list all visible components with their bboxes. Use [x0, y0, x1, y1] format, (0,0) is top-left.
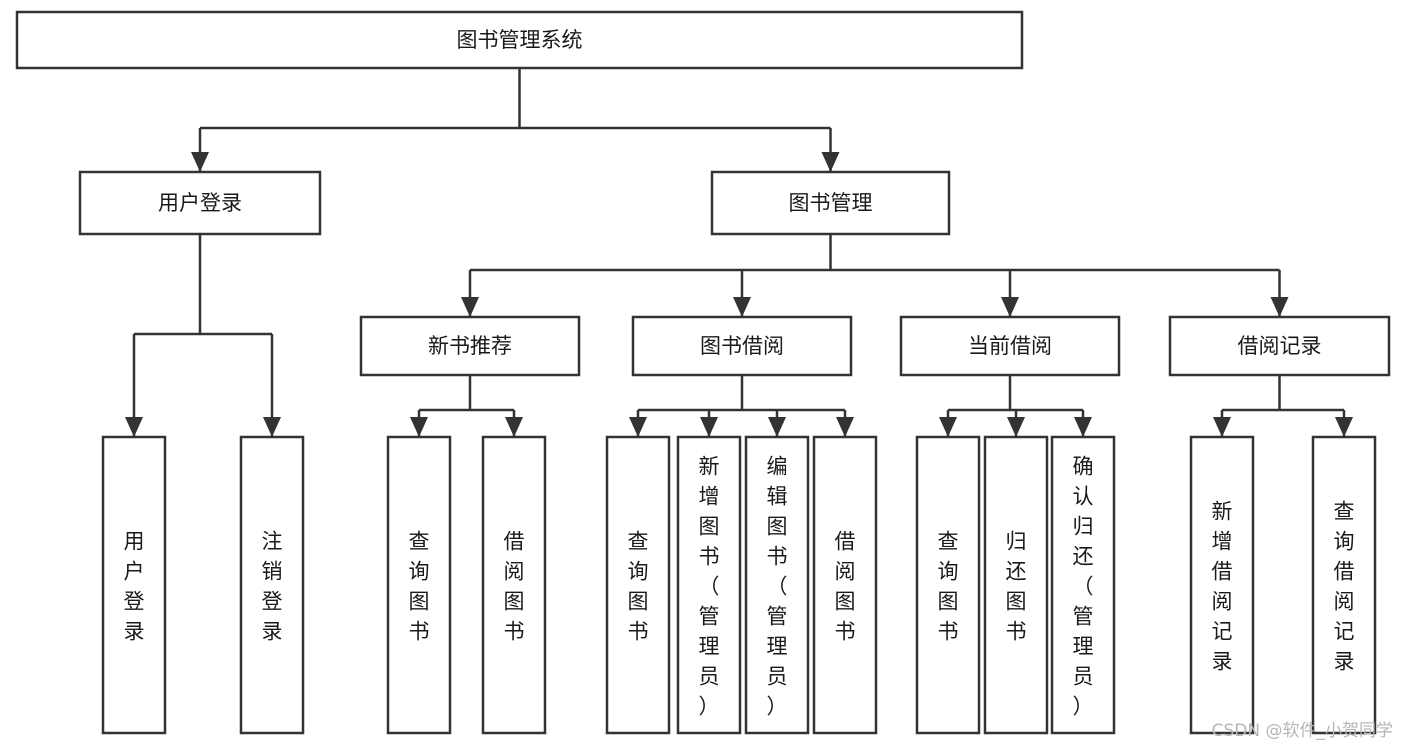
arrow-head-icon [768, 417, 786, 437]
node-box [101, 435, 167, 735]
node-label: 编辑图书（管理员） [767, 454, 788, 718]
connector-layer [125, 68, 1353, 437]
arrow-head-icon [733, 297, 751, 317]
node-box [359, 315, 581, 377]
node-label: 当前借阅 [968, 334, 1052, 358]
node-box [899, 315, 1121, 377]
node-label: 用户登录 [158, 191, 242, 215]
node-box [1189, 435, 1255, 735]
node-label: 查询图书 [409, 529, 430, 643]
node-box [1311, 435, 1377, 735]
node-level2-1[interactable]: 图书管理 [710, 170, 951, 236]
node-leaf-4[interactable]: 查询图书 [605, 435, 671, 735]
node-label: 借阅图书 [835, 529, 856, 643]
arrow-head-icon [1001, 297, 1019, 317]
node-label: 借阅图书 [504, 529, 525, 643]
node-level3-3[interactable]: 借阅记录 [1168, 315, 1391, 377]
arrow-head-icon [1270, 297, 1289, 317]
arrow-head-icon [461, 297, 479, 317]
node-level3-1[interactable]: 图书借阅 [631, 315, 853, 377]
arrow-head-icon [1213, 417, 1231, 437]
node-box [744, 435, 810, 735]
node-box [1168, 315, 1391, 377]
arrow-head-icon [505, 417, 523, 437]
arrow-head-icon [125, 417, 143, 437]
node-label: 图书管理 [789, 191, 873, 215]
node-leaf-3[interactable]: 借阅图书 [481, 435, 547, 735]
arrow-head-icon [1335, 417, 1353, 437]
node-leaf-7[interactable]: 借阅图书 [812, 435, 878, 735]
node-label: 图书借阅 [700, 334, 784, 358]
node-box [481, 435, 547, 735]
node-label: 归还图书 [1006, 529, 1027, 643]
node-box [983, 435, 1049, 735]
node-label: 查询图书 [938, 529, 959, 643]
node-leaf-6[interactable]: 编辑图书（管理员） [744, 435, 810, 735]
node-label: 查询图书 [628, 529, 649, 643]
node-label: 新增借阅记录 [1212, 499, 1233, 673]
arrow-head-icon [263, 417, 281, 437]
node-leaf-11[interactable]: 新增借阅记录 [1189, 435, 1255, 735]
node-leaf-8[interactable]: 查询图书 [915, 435, 981, 735]
node-label: 查询借阅记录 [1334, 499, 1355, 673]
node-layer: 图书管理系统用户登录图书管理新书推荐图书借阅当前借阅借阅记录用户登录注销登录查询… [15, 10, 1391, 735]
arrow-head-icon [410, 417, 428, 437]
arrow-head-icon [939, 417, 957, 437]
node-label: 新书推荐 [428, 334, 512, 358]
node-leaf-2[interactable]: 查询图书 [386, 435, 452, 735]
node-leaf-5[interactable]: 新增图书（管理员） [676, 435, 742, 735]
arrow-head-icon [836, 417, 854, 437]
node-label: 用户登录 [124, 529, 145, 643]
node-box [676, 435, 742, 735]
node-leaf-9[interactable]: 归还图书 [983, 435, 1049, 735]
node-leaf-1[interactable]: 注销登录 [239, 435, 305, 735]
node-box [386, 435, 452, 735]
node-level2-0[interactable]: 用户登录 [78, 170, 322, 236]
node-label: 确认归还（管理员） [1073, 454, 1094, 718]
node-level3-2[interactable]: 当前借阅 [899, 315, 1121, 377]
node-box [605, 435, 671, 735]
node-leaf-12[interactable]: 查询借阅记录 [1311, 435, 1377, 735]
arrow-head-icon [700, 417, 718, 437]
arrow-head-icon [821, 152, 840, 172]
node-box [812, 435, 878, 735]
node-level3-0[interactable]: 新书推荐 [359, 315, 581, 377]
node-leaf-10[interactable]: 确认归还（管理员） [1050, 435, 1116, 735]
arrow-head-icon [629, 417, 647, 437]
node-box [239, 435, 305, 735]
node-box [710, 170, 951, 236]
node-box [1050, 435, 1116, 735]
arrow-head-icon [191, 152, 209, 172]
node-box [78, 170, 322, 236]
node-leaf-0[interactable]: 用户登录 [101, 435, 167, 735]
node-label: 图书管理系统 [457, 28, 583, 52]
csdn-watermark: CSDN @软件_小贺同学 [1211, 721, 1393, 741]
node-label: 新增图书（管理员） [699, 454, 720, 718]
node-box [915, 435, 981, 735]
node-box [631, 315, 853, 377]
node-root-0[interactable]: 图书管理系统 [15, 10, 1024, 70]
node-label: 注销登录 [262, 529, 283, 643]
node-box [15, 10, 1024, 70]
arrow-head-icon [1074, 417, 1092, 437]
arrow-head-icon [1007, 417, 1025, 437]
node-label: 借阅记录 [1238, 334, 1322, 358]
